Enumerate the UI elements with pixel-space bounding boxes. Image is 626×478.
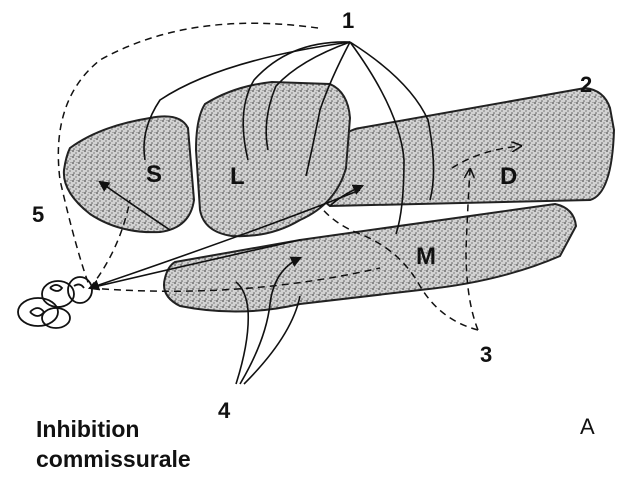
panel-label: A bbox=[580, 414, 595, 439]
label-3: 3 bbox=[480, 342, 492, 367]
nucleus-s-shape bbox=[64, 116, 194, 232]
labyrinth-icon bbox=[18, 277, 92, 328]
nucleus-d-label: D bbox=[500, 163, 517, 190]
nucleus-m-label: M bbox=[416, 243, 436, 270]
label-1: 1 bbox=[342, 8, 354, 33]
caption: Inhibition commissurale bbox=[36, 414, 191, 474]
label-5: 5 bbox=[32, 202, 44, 227]
label-2: 2 bbox=[580, 72, 592, 97]
caption-line-2: commissurale bbox=[36, 444, 191, 474]
label-4: 4 bbox=[218, 398, 231, 423]
nucleus-l-label: L bbox=[230, 163, 245, 190]
nucleus-d-shape bbox=[319, 88, 614, 206]
nucleus-s-label: S bbox=[146, 161, 162, 188]
caption-line-1: Inhibition bbox=[36, 414, 191, 444]
